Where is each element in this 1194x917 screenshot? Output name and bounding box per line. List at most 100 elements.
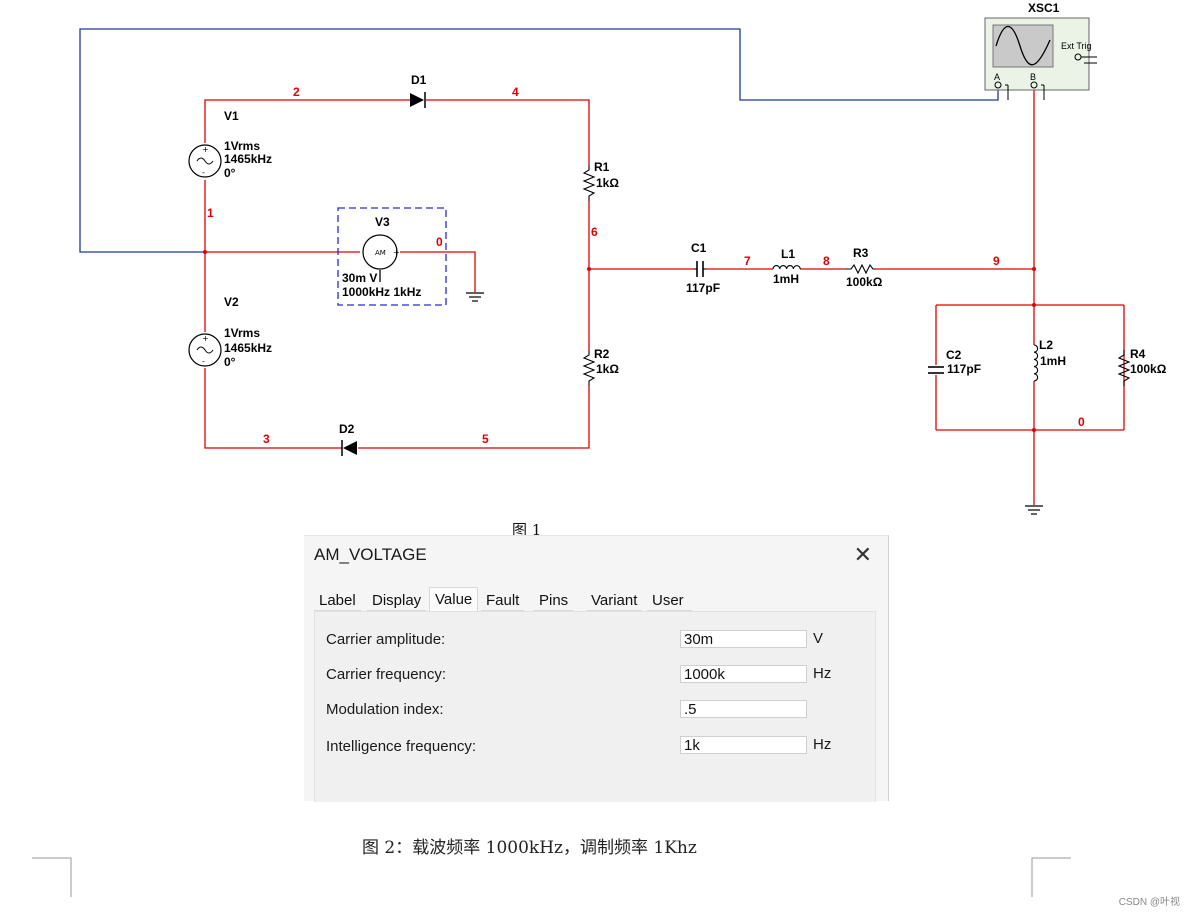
am-voltage-dialog: AM_VOLTAGE ✕ Label Display Value Fault P…: [304, 535, 889, 802]
r3-value: 100kΩ: [846, 275, 883, 289]
tab-fault[interactable]: Fault: [481, 589, 525, 611]
l1-value: 1mH: [773, 272, 799, 286]
node-label-6: 6: [591, 225, 598, 239]
v1-phase: 0°: [224, 166, 236, 180]
d1-label: D1: [411, 73, 427, 87]
xsc1-ext-trig-label: Ext Trig: [1061, 41, 1092, 51]
r4-resistor[interactable]: [1117, 350, 1131, 386]
figure-2-caption: 图 2：载波频率 1000kHz，调制频率 1Khz: [362, 838, 697, 858]
svg-text:AM: AM: [375, 249, 386, 257]
xsc1-label: XSC1: [1028, 1, 1060, 15]
circuit-schematic: + - + - AM +: [79, 1, 1167, 515]
v2-source[interactable]: + -: [188, 333, 222, 367]
oscilloscope-xsc1[interactable]: [984, 17, 1097, 100]
v1-source[interactable]: + -: [188, 144, 222, 178]
ground-icon: [466, 292, 484, 302]
svg-text:+: +: [202, 334, 209, 343]
tab-display[interactable]: Display: [367, 589, 427, 611]
v3-selection-box: [337, 207, 447, 306]
node-label-3: 3: [263, 432, 270, 446]
junction-dot: [1032, 428, 1036, 432]
carrier-amplitude-unit: V: [813, 630, 824, 647]
r4-value: 100kΩ: [1130, 362, 1167, 376]
l1-inductor[interactable]: [772, 265, 801, 270]
carrier-amplitude-label: Carrier amplitude:: [326, 631, 446, 648]
v1-frequency: 1465kHz: [224, 152, 272, 166]
v2-frequency: 1465kHz: [224, 341, 272, 355]
d2-label: D2: [339, 422, 355, 436]
intelligence-frequency-input[interactable]: [680, 736, 807, 754]
l1-label: L1: [781, 247, 795, 261]
r3-resistor[interactable]: [846, 263, 876, 275]
c1-value: 117pF: [686, 281, 720, 295]
node-label-4: 4: [512, 85, 519, 99]
svg-text:-: -: [202, 168, 205, 177]
junction-dot: [1032, 303, 1036, 307]
l2-inductor[interactable]: [1033, 344, 1039, 382]
v2-phase: 0°: [224, 355, 236, 369]
node-label-0-v3: 0: [436, 235, 443, 249]
r2-resistor[interactable]: [582, 350, 596, 386]
r1-resistor[interactable]: [582, 165, 596, 201]
wire-node-3: [204, 368, 342, 449]
tab-user-fields[interactable]: User fields: [647, 589, 693, 633]
r1-value: 1kΩ: [596, 176, 619, 190]
tab-value[interactable]: Value: [429, 587, 479, 611]
r2-value: 1kΩ: [596, 362, 619, 376]
xsc1-b-label: B: [1030, 72, 1036, 82]
watermark: CSDN @叶视: [1118, 897, 1180, 908]
ground-icon: [1025, 505, 1043, 515]
carrier-frequency-unit: Hz: [813, 665, 832, 682]
value-panel: Carrier amplitude: V Carrier frequency: …: [314, 611, 876, 802]
wire-node-0-v3: [400, 251, 476, 292]
tab-variant[interactable]: Variant: [586, 589, 643, 611]
close-icon[interactable]: ✕: [853, 542, 872, 567]
dialog-title: AM_VOLTAGE: [314, 545, 427, 564]
node-label-5: 5: [482, 432, 489, 446]
d1-diode[interactable]: [410, 92, 426, 108]
node-label-2: 2: [293, 85, 300, 99]
junction-dot: [1032, 267, 1036, 271]
intelligence-frequency-label: Intelligence frequency:: [326, 738, 477, 755]
modulation-index-label: Modulation index:: [326, 701, 444, 718]
wire-scope-a: [79, 28, 999, 253]
node-label-1: 1: [207, 206, 214, 220]
node-label-9: 9: [993, 254, 1000, 268]
c2-label: C2: [946, 348, 962, 362]
modulation-index-input[interactable]: [680, 700, 807, 718]
carrier-frequency-input[interactable]: [680, 665, 807, 683]
wire-node-4: [426, 99, 590, 165]
v2-amplitude: 1Vrms: [224, 326, 260, 340]
node-label-7: 7: [744, 254, 751, 268]
tab-pins[interactable]: Pins: [534, 589, 574, 611]
junction-dot: [203, 250, 207, 254]
node-label-8: 8: [823, 254, 830, 268]
page-corner-mark-left: [32, 857, 72, 897]
d2-diode[interactable]: [341, 440, 357, 456]
c2-value: 117pF: [947, 362, 981, 376]
junction-dot: [587, 267, 591, 271]
c2-capacitor[interactable]: [926, 365, 946, 375]
wire-node-2: [204, 99, 410, 143]
v2-label: V2: [224, 295, 239, 309]
v3-am-source[interactable]: AM +: [362, 234, 400, 270]
r3-label: R3: [853, 246, 869, 260]
wire-node-5: [358, 386, 590, 449]
tab-label[interactable]: Label: [314, 589, 361, 611]
intelligence-frequency-unit: Hz: [813, 736, 832, 753]
carrier-amplitude-input[interactable]: [680, 630, 807, 648]
carrier-frequency-label: Carrier frequency:: [326, 666, 447, 683]
v1-amplitude: 1Vrms: [224, 139, 260, 153]
v1-label: V1: [224, 109, 239, 123]
r4-label: R4: [1130, 347, 1146, 361]
v3-frequency: 1000kHz 1kHz: [342, 285, 421, 299]
node-label-0-tank: 0: [1078, 415, 1085, 429]
xsc1-a-label: A: [994, 72, 1000, 82]
l2-value: 1mH: [1040, 354, 1066, 368]
svg-text:-: -: [202, 357, 205, 366]
v3-label: V3: [375, 215, 390, 229]
c1-capacitor[interactable]: [694, 261, 706, 277]
svg-text:+: +: [202, 145, 209, 154]
v3-amplitude: 30m V: [342, 271, 377, 285]
r2-label: R2: [594, 347, 610, 361]
